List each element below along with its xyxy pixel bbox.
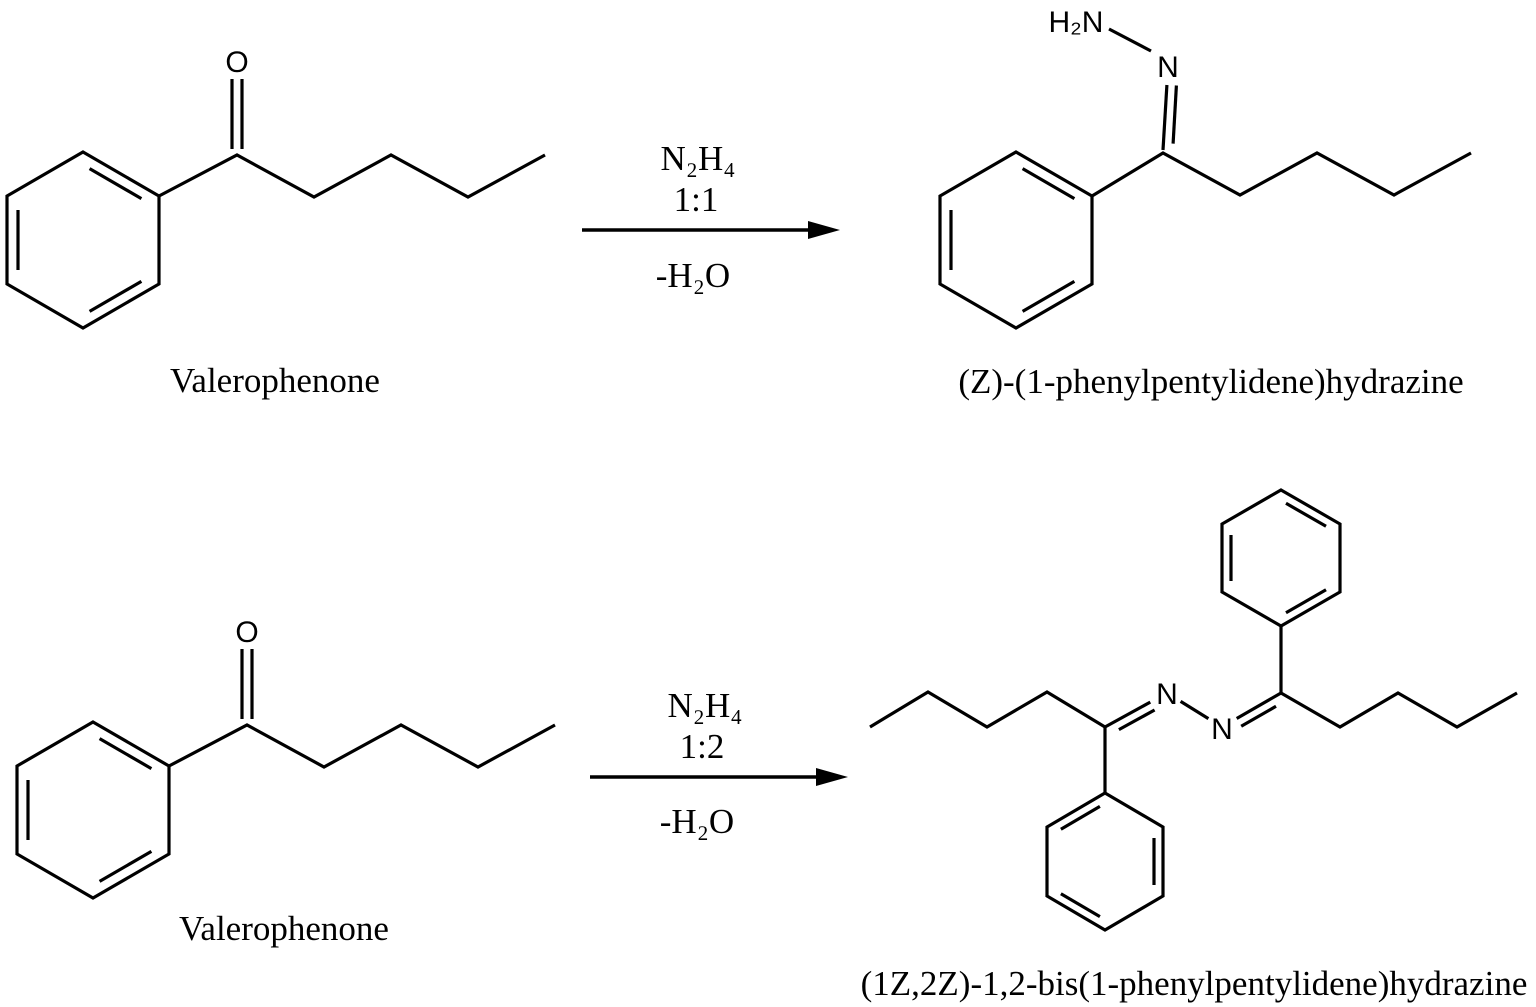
imine-group: N [1157,51,1179,151]
byproduct-label: -H₂O [656,256,730,295]
alkyl-chain-bonds [158,153,546,199]
nitrogen-nitrogen-bond [1179,700,1210,720]
arrow-head [816,768,848,786]
aromatic-double-bond [1021,280,1076,313]
imine-group-right: N [1211,691,1282,746]
aromatic-double-bond [1285,588,1327,615]
reactant-1-name: Valerophenone [170,361,380,400]
imine-double-bond-line [1161,84,1169,151]
benzene-ring-outline [5,150,161,330]
aromatic-double-bond [1285,501,1327,528]
imine-double-bond-line [1240,704,1277,728]
reaction-1: O N₂H₄ 1:1 -H₂O N [5,6,1472,401]
aromatic-double-bond [1060,892,1101,918]
reaction-2: O N₂H₄ 1:2 -H₂O [15,488,1528,1003]
reagent-label: N₂H₄ [668,686,743,725]
reaction-arrow-2: N₂H₄ 1:2 -H₂O [590,686,848,841]
benzene-ring-outline [15,720,171,900]
benzene-ring [15,720,171,900]
ratio-label: 1:2 [680,727,725,766]
alkyl-chain-bonds-left [869,690,1106,729]
product-1-hydrazone-structure: N H₂N [938,6,1472,330]
carbonyl-group: O [225,46,249,149]
amine-group-label: H₂N [1049,6,1104,39]
reactant-2-name: Valerophenone [179,909,389,948]
imine-nitrogen-atom-label: N [1157,51,1179,84]
nitrogen-atom-label-right: N [1211,713,1233,746]
reactant-2-valerophenone-structure: O [15,616,556,900]
product-1-name: (Z)-(1-phenylpentylidene)hydrazine [958,362,1463,401]
benzene-ring-outline [938,150,1094,330]
benzene-ring-outline [1220,488,1342,628]
imine-double-bond-line [1171,85,1178,144]
alkyl-chain-bonds [1091,151,1472,198]
benzene-ring-upper [1220,488,1342,628]
arrow-head [808,221,840,239]
oxygen-atom-label: O [225,46,248,79]
nitrogen-nitrogen-bond [1108,27,1152,53]
aromatic-double-bond [1021,167,1076,200]
alkyl-chain-bonds [168,723,556,769]
carbonyl-group: O [235,616,259,719]
benzene-ring-outline [1045,791,1165,932]
product-2-azine-structure: N N [869,488,1518,932]
aromatic-double-bond [98,737,153,770]
benzene-ring-lower [1045,791,1165,932]
aromatic-double-bond [88,167,143,200]
aromatic-double-bond [88,280,143,313]
imine-double-bond-line [1235,691,1282,720]
aromatic-double-bond [1060,805,1101,831]
nitrogen-atom-label-left: N [1156,678,1178,711]
hydrazine-amine-group: H₂N [1049,6,1152,53]
reactant-1-valerophenone-structure: O [5,46,546,330]
imine-double-bond-line [1104,700,1152,729]
reagent-label: N₂H₄ [661,139,736,178]
imine-group-left: N [1104,678,1178,732]
byproduct-label: -H₂O [660,802,734,841]
benzene-ring [938,150,1094,330]
product-2-name: (1Z,2Z)-1,2-bis(1-phenylpentylidene)hydr… [861,964,1528,1003]
ratio-label: 1:1 [674,180,719,219]
reaction-arrow-1: N₂H₄ 1:1 -H₂O [582,139,840,295]
oxygen-atom-label: O [235,616,258,649]
imine-double-bond-line [1118,708,1156,732]
aromatic-double-bond [98,850,153,883]
benzene-ring [5,150,161,330]
alkyl-chain-bonds-right [1280,691,1518,729]
